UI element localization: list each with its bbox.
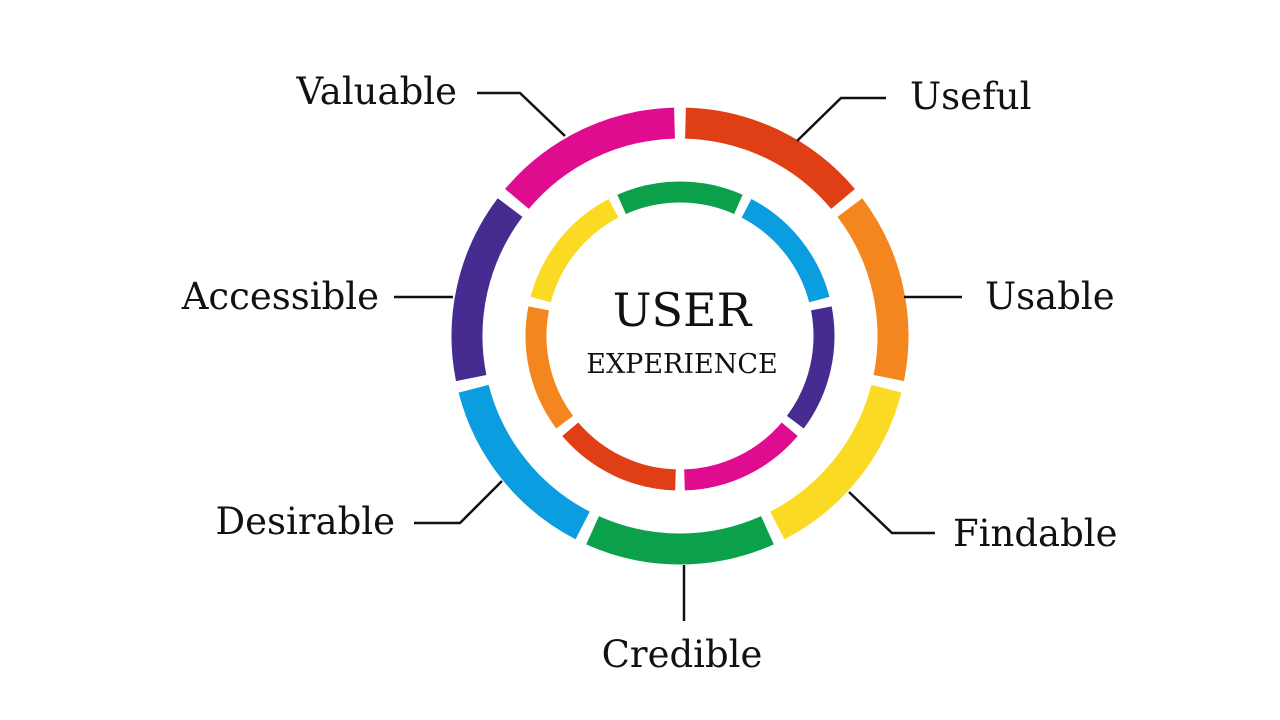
facet-label-accessible: Accessible [181,275,379,318]
inner-ring-segment-5 [562,422,677,491]
outer-ring-segment-4 [586,515,774,565]
inner-ring-segment-3 [786,306,835,429]
leader-line-findable [848,491,935,535]
facet-label-usable: Usable [985,275,1115,318]
leader-line-desirable [414,480,503,525]
leader-lines [394,91,962,621]
inner-ring [525,181,835,491]
facet-label-findable: Findable [953,512,1118,555]
facet-label-useful: Useful [910,75,1031,118]
leader-line-useful [796,96,886,142]
outer-ring [451,107,909,565]
leader-line-valuable [477,91,566,137]
outer-ring-segment-3 [770,384,902,540]
facet-label-desirable: Desirable [215,500,395,543]
center-title: USER [613,283,753,337]
outer-ring-segment-5 [458,384,590,540]
outer-ring-segment-6 [451,198,523,382]
inner-ring-segment-2 [741,198,830,303]
inner-ring-segment-4 [683,422,798,491]
outer-ring-segment-7 [505,107,676,210]
facet-label-credible: Credible [602,633,763,676]
inner-ring-segment-6 [525,306,574,429]
outer-ring-segment-1 [684,107,855,210]
inner-ring-segment-7 [530,198,619,303]
inner-ring-segment-1 [617,181,743,215]
facet-label-valuable: Valuable [295,70,457,113]
center-subtitle: EXPERIENCE [586,349,778,380]
outer-ring-segment-2 [837,198,909,382]
